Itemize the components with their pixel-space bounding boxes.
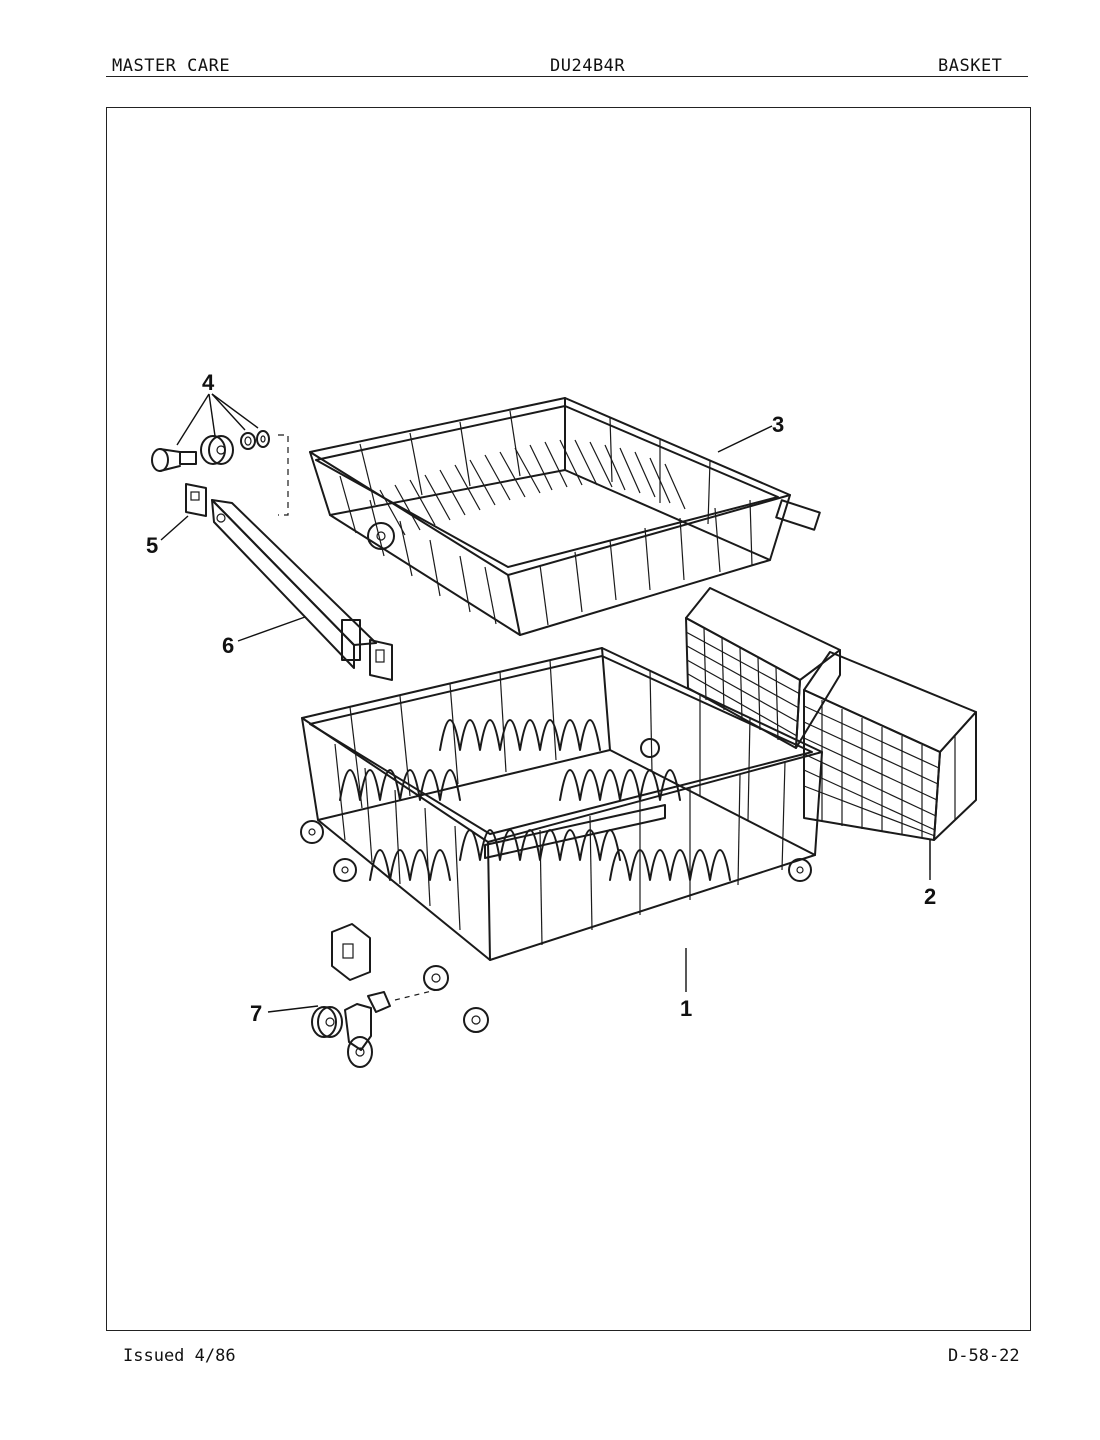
diagram-frame bbox=[106, 107, 1031, 1331]
rack-rail bbox=[211, 499, 393, 681]
callout-5: 5 bbox=[146, 533, 158, 558]
header-brand: MASTER CARE bbox=[112, 56, 231, 76]
callout-1: 1 bbox=[680, 996, 692, 1021]
leader-lines bbox=[160, 393, 931, 1013]
callout-6: 6 bbox=[222, 633, 234, 658]
upper-rack bbox=[309, 397, 821, 636]
callout-2: 2 bbox=[924, 884, 936, 909]
callout-3: 3 bbox=[772, 412, 784, 437]
cutlery-basket bbox=[685, 587, 977, 870]
header-rule bbox=[106, 76, 1028, 77]
rack-clip bbox=[185, 483, 207, 517]
header-section-title: BASKET bbox=[938, 56, 1003, 76]
wheel-assembly bbox=[311, 923, 437, 1068]
hardware-set bbox=[151, 430, 289, 516]
callout-7: 7 bbox=[250, 1001, 262, 1026]
header-model-number: DU24B4R bbox=[550, 56, 626, 76]
callout-4: 4 bbox=[202, 370, 215, 395]
footer-issued-date: Issued 4/86 bbox=[123, 1346, 236, 1366]
footer-page-code: D-58-22 bbox=[948, 1346, 1020, 1366]
lower-rack bbox=[300, 647, 823, 1033]
